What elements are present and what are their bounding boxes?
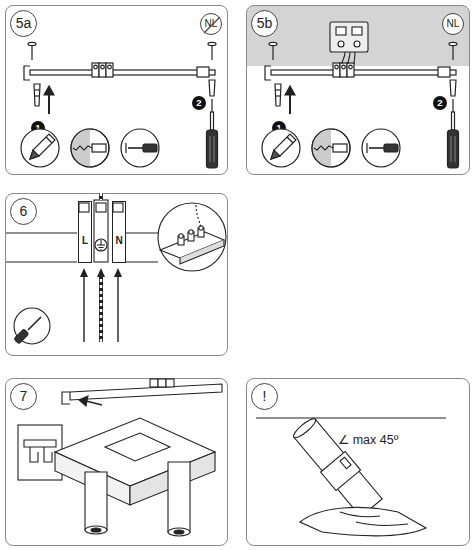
angle-note: ∠ max 45º — [338, 432, 398, 447]
step-number: 5b — [251, 10, 278, 37]
cross-out — [204, 17, 220, 33]
terminal-box: N — [112, 201, 126, 263]
callout-number: 1 — [272, 122, 286, 133]
callout-number: 1 — [31, 121, 45, 135]
step-panel: ! — [246, 378, 470, 546]
callout-number: 2 — [433, 97, 447, 108]
callout-number: 1 — [272, 121, 286, 135]
terminal-label: N — [113, 202, 125, 246]
step-number: 5a — [10, 10, 37, 37]
callout-number: 2 — [433, 96, 447, 110]
step-number: 6 — [10, 198, 37, 225]
country-badge: NL — [200, 13, 222, 35]
step-panel: 5a NL 1 2 — [5, 5, 228, 175]
callout-number: 2 — [192, 97, 206, 108]
step-panel: 6 LN — [5, 193, 228, 356]
terminal-label: L — [79, 202, 91, 246]
step-panel: 7 — [5, 378, 228, 546]
callout-number: 1 — [31, 122, 45, 133]
country-badge: NL — [442, 13, 464, 35]
country-code: NL — [443, 18, 463, 29]
step-number: ! — [251, 383, 278, 410]
terminal-box: L — [78, 201, 92, 263]
step-panel: 5b NL 1 2 — [246, 5, 470, 175]
callout-number: 2 — [192, 96, 206, 110]
cross-out — [201, 14, 223, 36]
step-number: 7 — [10, 383, 37, 410]
